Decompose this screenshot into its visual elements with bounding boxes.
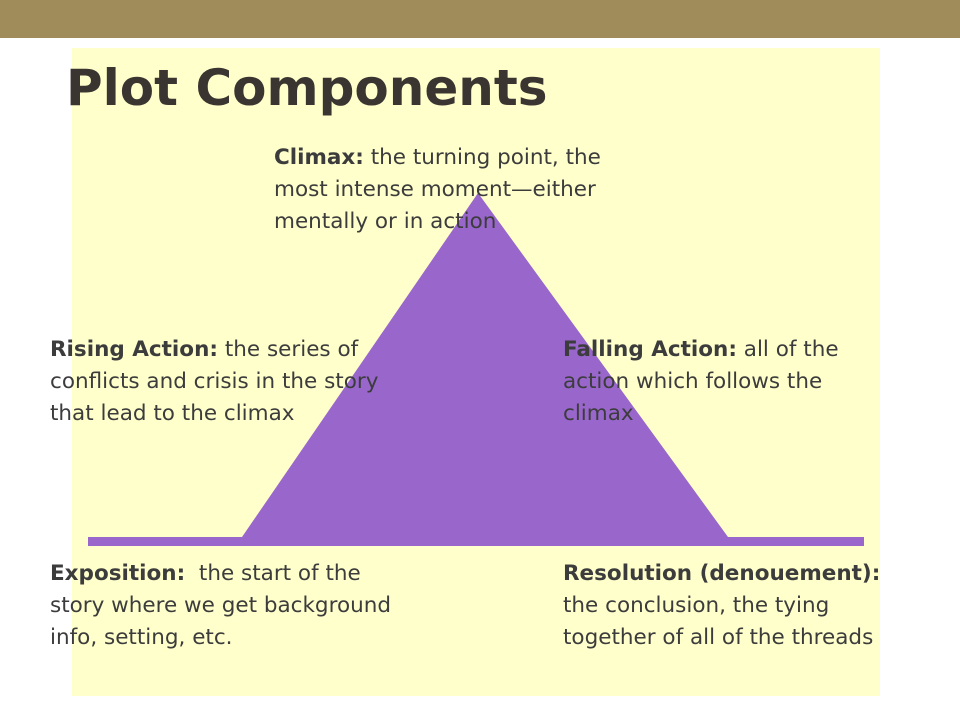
callout-line-1: Exposition: the start of the (50, 558, 391, 590)
callout-text: the start of the (192, 561, 361, 586)
callout-line-1: Rising Action: the series of (50, 334, 378, 366)
callout-line-3: climax (563, 401, 634, 426)
callout-line-2: most intense moment—either (274, 177, 596, 202)
callout-term: Rising Action: (50, 337, 218, 362)
callout-term: Exposition: (50, 561, 186, 586)
climax-callout: Climax: the turning point, the most inte… (274, 142, 601, 238)
callout-line-2: conflicts and crisis in the story (50, 369, 379, 394)
callout-line-1: Climax: the turning point, the (274, 142, 601, 174)
callout-line-1: Falling Action: all of the (563, 334, 839, 366)
slide-title: Plot Components (66, 59, 548, 117)
callout-line-3: info, setting, etc. (50, 625, 233, 650)
callout-line-3: together of all of the threads (563, 625, 874, 650)
callout-term: Resolution (denouement): (563, 561, 881, 586)
callout-term: Climax: (274, 145, 364, 170)
callout-line-2: the conclusion, the tying (563, 593, 830, 618)
rising-action-callout: Rising Action: the series of conflicts a… (50, 334, 378, 430)
falling-action-callout: Falling Action: all of the action which … (563, 334, 839, 430)
callout-text: the series of (224, 337, 359, 362)
resolution-callout: Resolution (denouement): the conclusion,… (563, 558, 880, 654)
top-accent-bar (0, 0, 960, 38)
callout-line-3: mentally or in action (274, 209, 497, 234)
callout-line-1: Resolution (denouement): (563, 558, 880, 590)
callout-line-2: story where we get background (50, 593, 391, 618)
callout-line-2: action which follows the (563, 369, 823, 394)
callout-text: the turning point, the (370, 145, 601, 170)
plot-line-shape (88, 193, 864, 546)
callout-term: Falling Action: (563, 337, 737, 362)
callout-text: all of the (743, 337, 839, 362)
exposition-callout: Exposition: the start of the story where… (50, 558, 391, 654)
callout-line-3: that lead to the climax (50, 401, 295, 426)
